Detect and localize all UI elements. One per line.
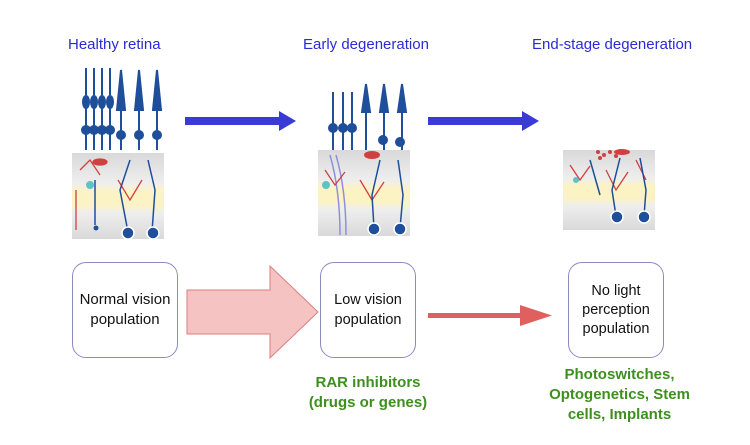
title-end-stage-degeneration: End-stage degeneration — [532, 36, 693, 53]
title-early-degeneration: Early degeneration — [303, 36, 429, 53]
low-vision-label: Low vision population — [334, 292, 402, 328]
progression-arrow-2 — [428, 111, 539, 131]
normal-vision-population-box: Normal vision population — [72, 262, 178, 358]
title-healthy-retina: Healthy retina — [68, 36, 161, 53]
healthy-retina-illustration — [72, 68, 164, 240]
early-degeneration-illustration — [318, 83, 410, 236]
end-stage-illustration — [563, 149, 655, 230]
pink-transition-arrow — [186, 264, 319, 360]
no-light-perception-box: No light perception population — [568, 262, 664, 358]
red-transition-arrow — [428, 305, 552, 326]
progression-arrow-1 — [185, 111, 296, 131]
no-light-perception-label: No light perception population — [582, 282, 650, 337]
end-stage-treatment-text: Photoswitches, Optogenetics, Stem cells,… — [549, 366, 690, 423]
normal-vision-label: Normal vision population — [79, 291, 171, 328]
low-vision-population-box: Low vision population — [320, 262, 416, 358]
early-treatment-text: RAR inhibitors (drugs or genes) — [308, 374, 428, 411]
